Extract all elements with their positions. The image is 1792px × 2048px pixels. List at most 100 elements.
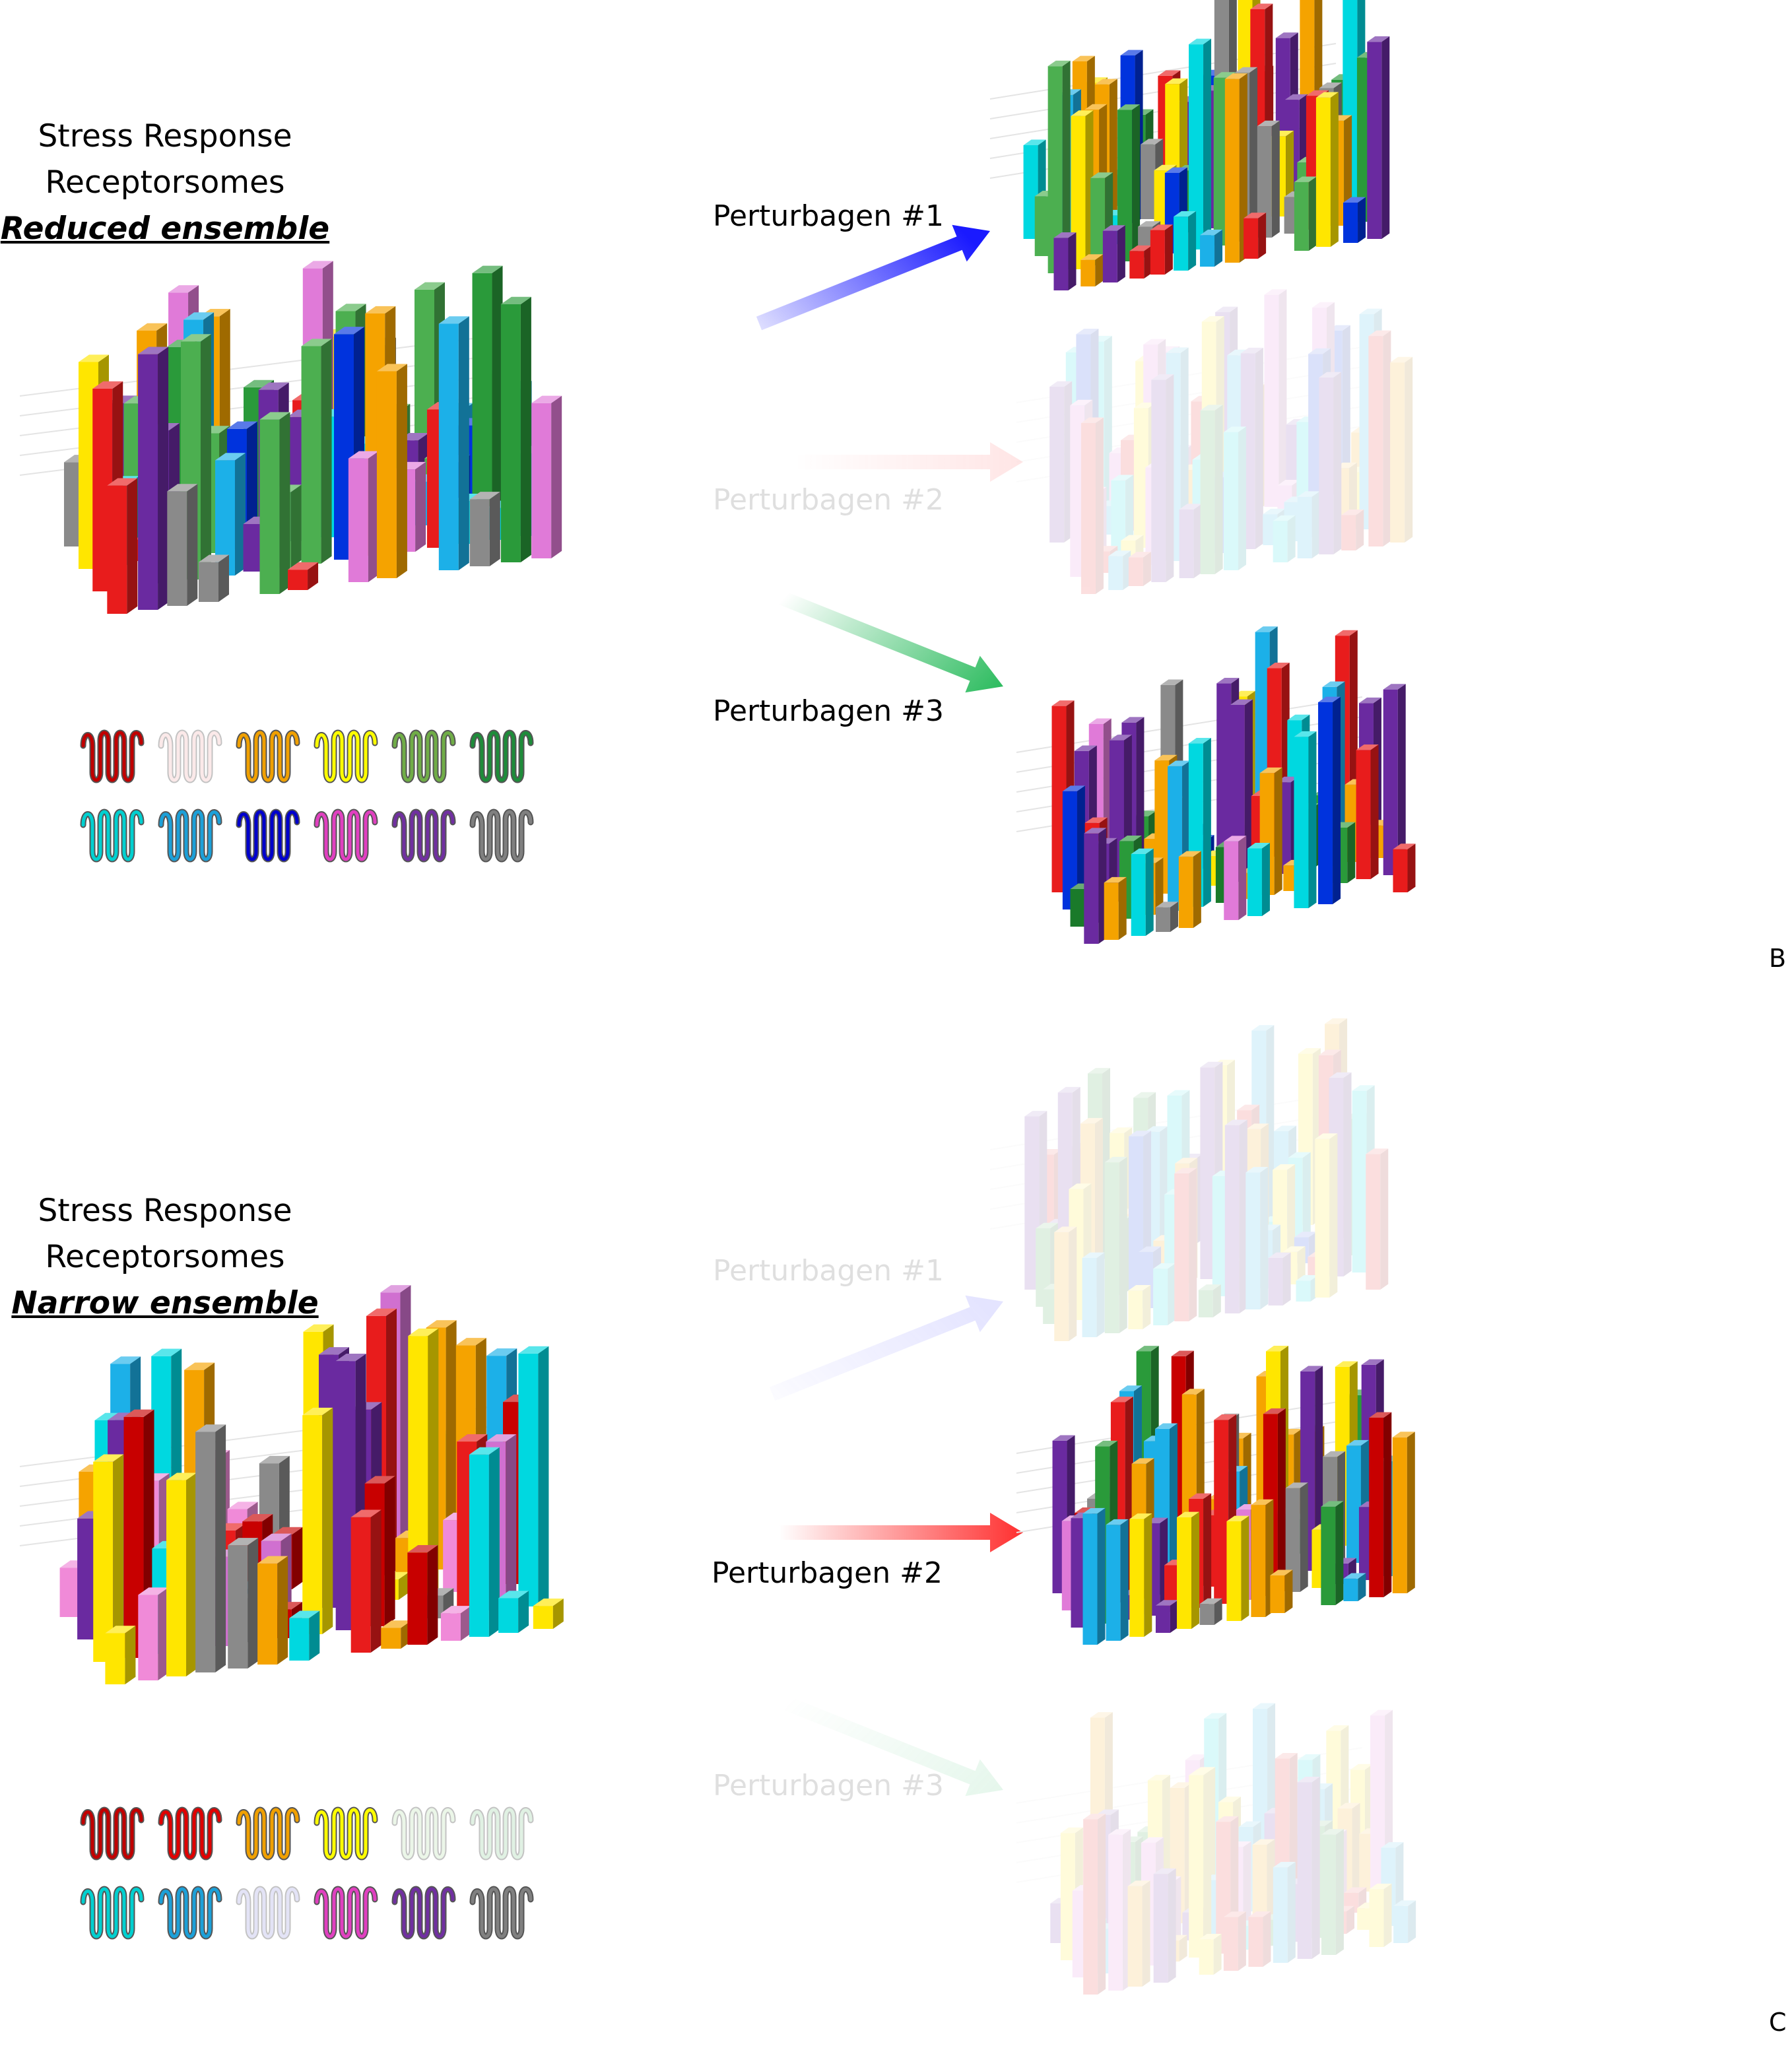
bar-side [1226,1170,1235,1296]
bar-top [365,306,396,314]
bar-front [1232,441,1247,494]
bar-front [1366,1154,1381,1290]
bar-front [1346,1445,1361,1563]
bar-top [1213,72,1236,78]
bar-top [1257,120,1280,127]
bar-front [1205,1208,1220,1241]
bar-side [427,1545,438,1645]
bar-top [1303,1848,1326,1854]
bar-top [1145,461,1168,468]
bar-top [1080,1117,1104,1124]
grid-line [989,1153,1337,1210]
bar-side [1084,399,1093,577]
bar-top [1076,329,1099,335]
bar-side [370,1509,382,1653]
bar-side [1372,1902,1380,1930]
bar-side [1061,1218,1069,1286]
bar-top [242,1513,273,1522]
bar-top [408,1328,439,1337]
bar-front [1087,1073,1102,1261]
bar-side [1069,1226,1077,1341]
bar-side [1311,1777,1320,1959]
bar-front [1204,1880,1219,1936]
bar-top [1102,225,1125,231]
bar-front [1223,1917,1238,1971]
bar-front [1106,1525,1121,1641]
bar-top [1082,1252,1105,1259]
bar-top [1127,1880,1150,1886]
bar-front [243,523,263,572]
bar-front [1170,1787,1185,1923]
bar-side [1214,1061,1223,1279]
bar-top [335,304,366,312]
bar-top [1204,1713,1227,1719]
bar-side [1193,504,1202,578]
bar-top [469,1447,500,1455]
bar-side [1383,1884,1392,1947]
bar-front [1191,401,1206,519]
bar-side [1395,1842,1404,1926]
bar-top [1104,1156,1127,1163]
bar-side [446,1320,457,1569]
bar-side [1251,1920,1260,1950]
bar-top [1189,1769,1212,1775]
bar-front [1273,521,1288,562]
bar-side [1315,1366,1323,1571]
bar-front [1200,410,1215,574]
bar-front [1155,1605,1170,1633]
bar-top [1250,3,1273,9]
bar-front [1154,1224,1169,1249]
bar-side [1080,1888,1088,1922]
bar-side [1203,1769,1212,1958]
bar-side [1292,1833,1300,1886]
bar-top [1294,176,1317,182]
bar-front [1257,126,1272,238]
bar-front [1297,496,1312,558]
bar-top [1179,504,1202,510]
bar-side [1362,467,1371,512]
bar-top [1141,139,1164,145]
grid-line [1016,1826,1363,1883]
bar-top [107,478,138,486]
bar-top [1156,346,1179,352]
bar-side [1218,1874,1227,1936]
bar-front [1321,1506,1336,1605]
bar-front [1084,492,1099,556]
bar-side [1407,1432,1415,1593]
bar-top [1251,1499,1274,1505]
bar-side [1142,1880,1150,1987]
bar-top [376,364,407,372]
bar-top [1228,1841,1251,1847]
bar-side [1179,1189,1187,1304]
receptor-fill [81,810,143,861]
bar-side [200,334,211,579]
title-line-1: Stress Response [38,1193,292,1229]
bar-top [1263,1408,1286,1414]
bar-top [1051,700,1075,706]
bar-front [198,562,218,602]
bar-front [1076,334,1091,539]
bar-side [1148,402,1156,548]
bar-top [1325,1018,1348,1024]
bar-side [158,347,169,610]
bar-top [1046,1218,1069,1225]
bar-top [272,1527,303,1535]
bar-side [1374,1828,1382,1892]
bar-side [1095,417,1104,594]
bar-front [1169,450,1184,523]
bar-top [1351,427,1374,433]
bar-front [1180,1159,1195,1245]
bar-top [1084,486,1107,493]
bar-front [498,1598,519,1633]
bar-top [1200,229,1223,236]
bar-top [1147,1775,1170,1781]
receptor-fill [237,810,299,861]
bar-front [1393,1905,1409,1943]
bar-top [1074,745,1097,751]
receptor-fill [237,1808,299,1859]
bar-top [1235,67,1258,73]
arrow-shape [785,442,1023,482]
bar-top [335,1353,366,1362]
bar-side [1292,480,1300,524]
bar-top [1133,402,1156,409]
